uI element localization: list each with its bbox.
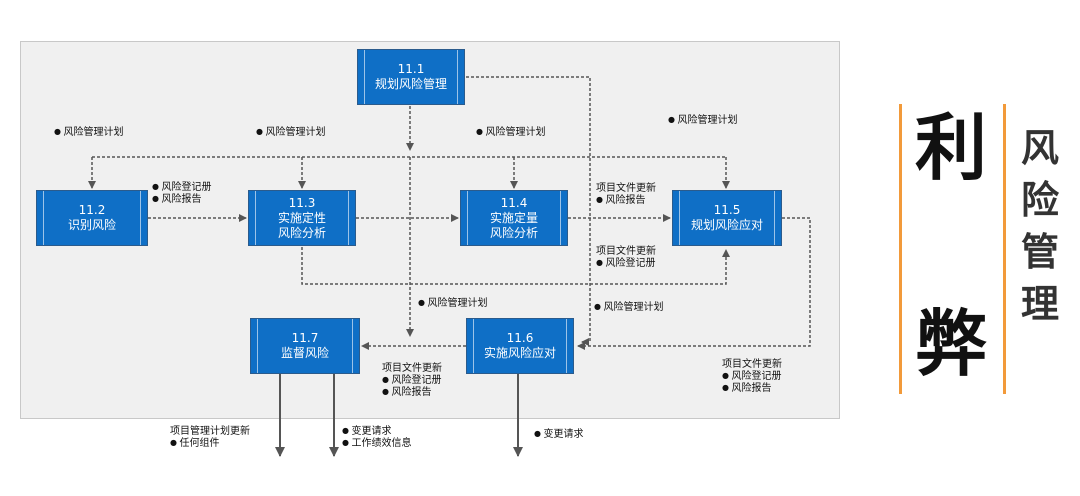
note-plan-d: 风险管理计划 [668, 115, 738, 127]
connector-11-5-to-11-6 [577, 217, 811, 350]
process-11-4: 11.4 实施定量 风险分析 [460, 190, 568, 246]
note-doc-update-register-title: 项目文件更新 [596, 246, 656, 257]
vertical-title-char-2: 险 [1020, 178, 1059, 222]
big-char-advantage: 利 [915, 106, 988, 190]
process-11-5: 11.5 规划风险应对 [672, 190, 782, 246]
note-doc-update-mid-title: 项目文件更新 [382, 363, 442, 374]
note-output-change-work-item-2: 工作绩效信息 [342, 438, 412, 450]
process-11-6-name: 实施风险应对 [483, 346, 556, 360]
note-plan-c: 风险管理计划 [476, 127, 546, 139]
connector-11-3-to-11-5 [301, 247, 730, 285]
big-char-disadvantage: 弊 [915, 302, 988, 386]
vertical-title-char-4: 理 [1020, 282, 1059, 326]
note-plan-a-text: 风险管理计划 [54, 127, 124, 139]
process-11-4-name-line1: 实施定量 [489, 210, 538, 225]
accent-bar-right [1003, 104, 1006, 394]
note-output-pm-update-item: 任何组件 [170, 438, 250, 450]
vertical-title: 风 险 管 理 [1016, 122, 1064, 330]
note-register-report-item-2: 风险报告 [152, 194, 212, 206]
process-11-7: 11.7 监督风险 [250, 318, 360, 374]
note-doc-update-register: 项目文件更新 风险登记册 [596, 246, 656, 270]
process-11-6-id: 11.6 [506, 331, 534, 345]
process-11-7-id: 11.7 [291, 331, 319, 345]
process-11-3-name-line1: 实施定性 [277, 210, 326, 225]
process-11-4-name-line2: 风险分析 [489, 225, 538, 240]
note-doc-update-register-item: 风险登记册 [596, 258, 656, 270]
accent-bar-left [899, 104, 902, 394]
note-output-change-work-item-1: 变更请求 [342, 426, 412, 438]
process-11-5-name: 规划风险应对 [690, 218, 763, 232]
process-11-5-id: 11.5 [713, 203, 741, 217]
note-doc-update-right-item-2: 风险报告 [722, 383, 782, 395]
note-output-change: 变更请求 [534, 429, 584, 441]
note-plan-f: 风险管理计划 [594, 302, 664, 314]
note-plan-b: 风险管理计划 [256, 127, 326, 139]
note-output-pm-update-title: 项目管理计划更新 [170, 426, 250, 437]
vertical-title-char-3: 管 [1020, 230, 1059, 274]
note-plan-d-text: 风险管理计划 [668, 115, 738, 127]
note-doc-update-mid-item-2: 风险报告 [382, 387, 442, 399]
note-plan-c-text: 风险管理计划 [476, 127, 546, 139]
connector-11-1-to-11-6 [466, 76, 591, 346]
process-11-3: 11.3 实施定性 风险分析 [248, 190, 356, 246]
process-11-3-id: 11.3 [288, 195, 316, 210]
note-plan-b-text: 风险管理计划 [256, 127, 326, 139]
note-register-report: 风险登记册 风险报告 [152, 182, 212, 206]
note-output-change-item: 变更请求 [534, 429, 584, 441]
process-11-2-name: 识别风险 [67, 218, 116, 232]
process-11-7-name: 监督风险 [280, 346, 329, 360]
process-11-4-id: 11.4 [500, 195, 528, 210]
process-11-2: 11.2 识别风险 [36, 190, 148, 246]
note-plan-e: 风险管理计划 [418, 298, 488, 310]
note-output-pm-update: 项目管理计划更新 任何组件 [170, 426, 250, 450]
vertical-title-char-1: 风 [1020, 126, 1059, 170]
note-plan-f-text: 风险管理计划 [594, 302, 664, 314]
note-register-report-item-1: 风险登记册 [152, 182, 212, 194]
note-doc-update-mid-item-1: 风险登记册 [382, 375, 442, 387]
note-doc-update-report-item: 风险报告 [596, 195, 656, 207]
note-doc-update-mid: 项目文件更新 风险登记册 风险报告 [382, 363, 442, 399]
process-11-1-name: 规划风险管理 [374, 77, 447, 91]
note-output-change-work: 变更请求 工作绩效信息 [342, 426, 412, 450]
note-doc-update-right: 项目文件更新 风险登记册 风险报告 [722, 359, 782, 395]
process-11-3-name-line2: 风险分析 [277, 225, 326, 240]
note-doc-update-right-item-1: 风险登记册 [722, 371, 782, 383]
process-11-6: 11.6 实施风险应对 [466, 318, 574, 374]
note-plan-a: 风险管理计划 [54, 127, 124, 139]
process-11-1-id: 11.1 [397, 62, 425, 76]
process-11-1: 11.1 规划风险管理 [357, 49, 465, 105]
note-plan-e-text: 风险管理计划 [418, 298, 488, 310]
process-11-2-id: 11.2 [78, 203, 106, 217]
note-doc-update-report: 项目文件更新 风险报告 [596, 183, 656, 207]
note-doc-update-right-title: 项目文件更新 [722, 359, 782, 370]
note-doc-update-report-title: 项目文件更新 [596, 183, 656, 194]
